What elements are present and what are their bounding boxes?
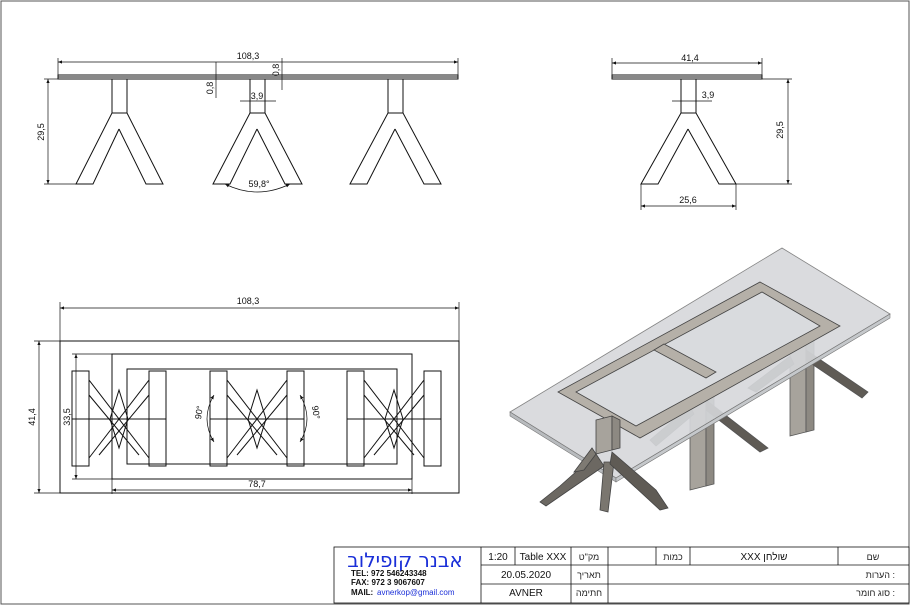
iso-front-leg: [539, 415, 669, 513]
top-leg-cross-3: [346, 370, 442, 467]
date-label: תאריך: [577, 570, 601, 580]
top-depth-label: 41,4: [27, 408, 37, 426]
company-tel: TEL: 972 546243348: [351, 569, 427, 578]
iso-frame: [557, 281, 841, 439]
company-mail-label: MAIL:: [351, 588, 373, 597]
side-height-label: 29,5: [775, 121, 785, 139]
top-inner-frame-inner: [126, 368, 398, 465]
top-inner-depth-label: 33,5: [62, 408, 72, 426]
scale-value: 1:20: [488, 552, 508, 563]
front-top-thickness-a: 0,8: [205, 82, 215, 95]
date-value: 20.05.2020: [501, 570, 551, 581]
top-outline: [59, 340, 460, 494]
top-dimensions: [34, 302, 460, 494]
front-height-label: 29,5: [36, 123, 46, 141]
side-base-width-label: 25,6: [679, 195, 697, 205]
part-number-label: מק"ט: [579, 552, 599, 562]
front-dimensions: [44, 58, 459, 193]
notes-label: הערות :: [866, 570, 895, 580]
top-leg-cross-1: [71, 370, 167, 467]
top-leg-cross-2: [209, 370, 305, 467]
side-dimensions: [611, 58, 792, 210]
material-label: סוג חומר :: [856, 588, 895, 598]
front-width-label: 108,3: [237, 51, 260, 61]
company-fax: FAX: 972 3 9067607: [351, 578, 425, 587]
front-top-thickness-b: 0,8: [271, 64, 281, 77]
part-number-value: Table XXX: [520, 552, 567, 563]
top-angle-b-label: 90°: [310, 405, 322, 421]
title-block: [333, 546, 910, 604]
top-inner-frame-outer: [111, 353, 413, 480]
designer-value: AVNER: [509, 588, 543, 599]
top-view: [59, 340, 460, 494]
side-view: [611, 74, 763, 185]
top-angle-a-label: 90°: [193, 405, 205, 421]
company-mail[interactable]: avnerkop@gmail.com: [377, 588, 455, 597]
side-leg: [640, 79, 737, 185]
isometric-view: [509, 247, 891, 513]
side-post-width-label: 3,9: [702, 90, 715, 100]
company-name: אבנר קופילוב: [347, 548, 463, 572]
front-angle-label: 59,8°: [248, 179, 270, 189]
front-leg-3: [349, 79, 442, 185]
top-inner-length-label: 78,7: [248, 479, 266, 489]
signature-label: חתימה: [576, 588, 602, 598]
top-length-label: 108,3: [237, 296, 260, 306]
quantity-label: כמות: [663, 552, 683, 562]
side-width-label: 41,4: [681, 53, 699, 63]
part-name-value: XXX שולחן: [741, 551, 788, 563]
part-name-label: שם: [867, 552, 880, 562]
front-post-width-label: 3,9: [251, 91, 264, 101]
front-leg-1: [75, 79, 164, 185]
